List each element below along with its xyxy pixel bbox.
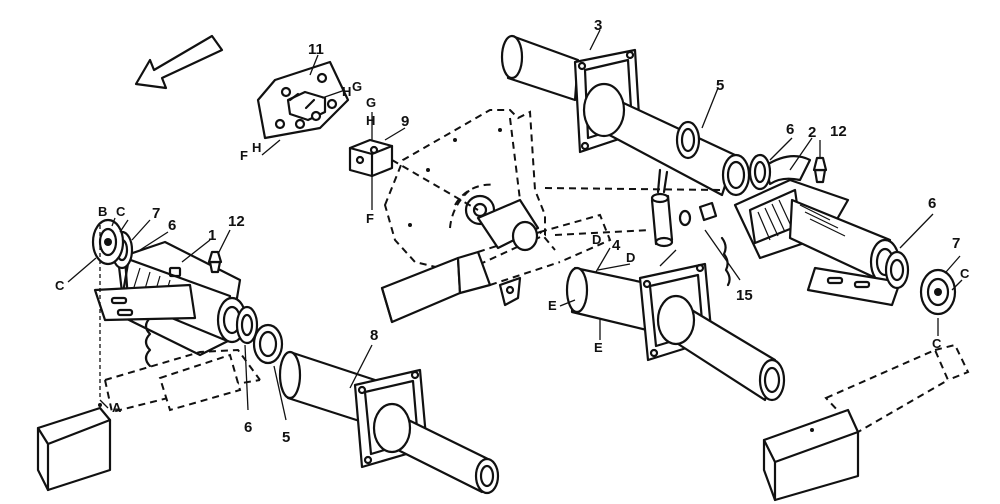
letter-B: B (98, 204, 107, 219)
callout-6-lower: 6 (244, 419, 252, 436)
letter-D-1: D (592, 232, 601, 247)
part-7-cap-left (91, 218, 125, 266)
letter-D-2: D (626, 250, 635, 265)
direction-arrow-icon (134, 34, 224, 90)
letter-H-block: H (366, 113, 375, 128)
center-frame-tube (380, 213, 612, 324)
callout-6-upper: 6 (786, 121, 794, 138)
callout-12-left: 12 (228, 213, 245, 230)
part-3-tube-assembly (500, 34, 751, 197)
part-8-tube-assembly (278, 350, 500, 495)
callout-4: 4 (612, 237, 621, 254)
letter-C-right-bottom: C (932, 336, 942, 351)
left-frame-tube (36, 348, 261, 492)
letter-G-block: G (366, 95, 376, 110)
part-6-seal-right (884, 250, 910, 290)
part-15-washer (678, 209, 692, 227)
part-5-sleeve-upper (675, 120, 701, 160)
dashed-block-to-plate (391, 159, 479, 211)
part-11-plate (256, 60, 350, 140)
right-frame-tube (762, 343, 970, 502)
dashed-center-to-right (544, 187, 721, 236)
leader-lines (67, 29, 963, 421)
letter-labels: B C C A C C D D E E F F G G H H H (55, 79, 970, 415)
bolt-near-housing (698, 201, 718, 222)
letter-A: A (112, 400, 122, 415)
callout-1: 1 (208, 227, 216, 244)
callout-labels: 3 5 6 2 12 6 7 4 15 9 11 12 7 6 1 6 5 8 (152, 17, 960, 446)
callout-11: 11 (308, 41, 324, 58)
part-7-cap-right (919, 268, 957, 316)
callout-2: 2 (808, 124, 816, 141)
letter-E-1: E (548, 298, 557, 313)
callout-3: 3 (594, 17, 602, 34)
callout-12-right: 12 (830, 123, 847, 140)
callout-9: 9 (401, 113, 409, 130)
letter-C-left-top: C (116, 204, 126, 219)
part-9-block (348, 120, 394, 200)
callout-8: 8 (370, 327, 378, 344)
part-4-tube-assembly (565, 262, 786, 402)
part-1-bearing-housing (93, 240, 248, 368)
letter-G-plate: G (352, 79, 362, 94)
callout-7-left: 7 (152, 205, 160, 222)
callout-6-left: 6 (168, 217, 176, 234)
part-6-seal-right-upper (748, 153, 772, 191)
part-12-fitting-right (812, 156, 828, 184)
center-shaft (476, 198, 540, 252)
letter-H-plate: H (342, 84, 351, 99)
letter-H-plate-lower: H (252, 140, 261, 155)
letter-C-right-top: C (960, 266, 970, 281)
callout-15: 15 (736, 287, 753, 304)
letter-F-plate: F (240, 148, 248, 163)
callout-6-right: 6 (928, 195, 936, 212)
callout-5-lower: 5 (282, 429, 290, 446)
part-15-pin (650, 168, 674, 248)
part-6-seal-left-inner (235, 305, 259, 345)
part-5-ring-left (252, 323, 284, 365)
letter-C-left: C (55, 278, 65, 293)
letter-E-2: E (594, 340, 603, 355)
callout-7-right: 7 (952, 235, 960, 252)
part-2-bearing-housing (720, 155, 902, 307)
callout-5-upper: 5 (716, 77, 724, 94)
part-12-fitting-left (207, 250, 223, 274)
letter-F-block: F (366, 211, 374, 226)
